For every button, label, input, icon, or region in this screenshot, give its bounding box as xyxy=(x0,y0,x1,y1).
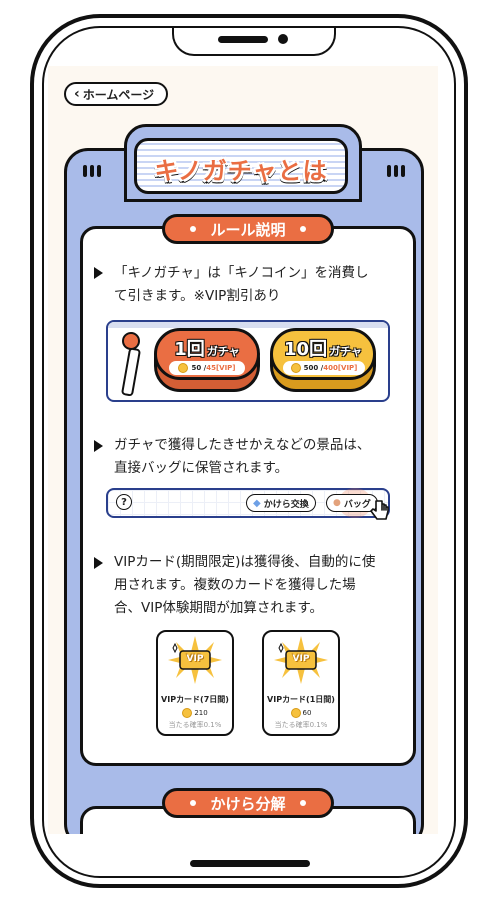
app-screen: ‹ ホームページ キノガチャとは ルール説明 「キノガチャ」は「キノコイン」を消… xyxy=(48,66,438,834)
ten-gacha-button[interactable]: 10回 ガチャ 500 / 400[VIP] xyxy=(270,328,376,380)
fragment-title-label: かけら分解 xyxy=(210,794,286,813)
bag-label: バッグ xyxy=(343,499,371,510)
lever-stick-icon xyxy=(120,347,142,397)
coin-icon xyxy=(182,708,193,718)
rule-2-line-2: 直接バッグに保管されます。 xyxy=(114,460,289,476)
bag-bar-preview: ? ◆ かけら交換 ● バッグ xyxy=(106,488,390,520)
vip-card-1day: VIP VIPカード(1日間) 60 当たる確率0.1% xyxy=(262,630,340,736)
back-home-label: ホームページ xyxy=(82,87,155,102)
camera-icon xyxy=(278,34,288,44)
decor-dot xyxy=(190,226,197,232)
gacha-top-strip xyxy=(108,322,388,328)
ten-gacha-label: 10回 ガチャ xyxy=(273,335,373,361)
vip-card-1day-name: VIPカード(1日間) xyxy=(267,695,335,704)
title-plaque: キノガチャとは xyxy=(134,138,348,194)
fragment-exchange-label: かけら交換 xyxy=(263,499,309,510)
single-gacha-price: 50 / 45[VIP] xyxy=(169,361,245,375)
rule-1-line-2: て引きます。※VIP割引あり xyxy=(114,288,281,304)
vip-card-1day-price: 60 xyxy=(264,708,338,718)
vip-card-7days-prob: 当たる確率0.1% xyxy=(168,721,222,729)
vip-card-1day-prob: 当たる確率0.1% xyxy=(274,721,328,729)
rule-2-line-1: ガチャで獲得したきせかえなどの景品は、 xyxy=(114,437,371,453)
rules-title-label: ルール説明 xyxy=(210,220,286,239)
single-gacha-label: 1回 ガチャ xyxy=(157,335,257,361)
decor-dot xyxy=(190,800,197,806)
decor-ticks-right xyxy=(387,165,405,177)
home-indicator xyxy=(190,860,310,867)
coin-icon xyxy=(290,363,301,373)
ten-vip-price-text: 400[VIP] xyxy=(323,364,358,372)
bag-button[interactable]: ● バッグ xyxy=(326,494,378,512)
rule-3-line-1: VIPカード(期間限定)は獲得後、自動的に使 xyxy=(114,554,376,570)
speaker-icon xyxy=(218,36,268,43)
vip-badge-1day: VIP xyxy=(292,654,310,664)
rules-section-title: ルール説明 xyxy=(162,214,334,244)
single-vip-price-text: 45[VIP] xyxy=(206,364,236,372)
vip-burst-icon xyxy=(168,636,222,684)
chevron-left-icon: ‹ xyxy=(74,86,80,102)
rule-3-line-3: 合、VIP体験期間が加算されます。 xyxy=(114,600,324,616)
gacha-preview: 1回 ガチャ 50 / 45[VIP] 10回 ガチャ 500 / 400[VI… xyxy=(106,320,390,402)
fragment-section-title: かけら分解 xyxy=(162,788,334,818)
vip-card-7days-name: VIPカード(7日間) xyxy=(161,695,229,704)
single-gacha-button[interactable]: 1回 ガチャ 50 / 45[VIP] xyxy=(154,328,260,380)
vip-card-1day-price-text: 60 xyxy=(302,709,312,717)
vip-card-7days-price: 210 xyxy=(158,708,232,718)
vip-burst-icon xyxy=(274,636,328,684)
single-gacha-suffix: ガチャ xyxy=(206,345,240,358)
diamond-icon: ◆ xyxy=(253,497,261,509)
ten-gacha-suffix: ガチャ xyxy=(329,345,362,358)
decor-ticks-left xyxy=(83,165,101,177)
ten-price-text: 500 / xyxy=(303,364,324,372)
coin-icon xyxy=(290,708,301,718)
vip-card-7days-price-text: 210 xyxy=(194,709,208,717)
bag-icon: ● xyxy=(333,498,341,508)
bullet-triangle-icon xyxy=(94,267,103,279)
ten-gacha-price: 500 / 400[VIP] xyxy=(283,361,365,375)
decor-dot xyxy=(299,226,306,232)
single-price-text: 50 / xyxy=(191,364,207,372)
help-icon[interactable]: ? xyxy=(116,494,132,510)
hand-pointer-icon xyxy=(370,500,389,520)
vip-card-7days: VIP VIPカード(7日間) 210 当たる確率0.1% xyxy=(156,630,234,736)
phone-notch xyxy=(172,28,336,56)
bullet-triangle-icon xyxy=(94,557,103,569)
coin-icon xyxy=(178,363,189,373)
bullet-triangle-icon xyxy=(94,440,103,452)
rule-1-line-1: 「キノガチャ」は「キノコイン」を消費し xyxy=(114,265,369,281)
page-title: キノガチャとは xyxy=(154,157,328,185)
rule-3-line-2: 用されます。複数のカードを獲得した場 xyxy=(114,577,356,593)
single-gacha-count: 1回 xyxy=(174,339,205,360)
decor-dot xyxy=(299,800,306,806)
ten-gacha-count: 10回 xyxy=(284,339,328,360)
vip-badge-7days: VIP xyxy=(186,654,204,664)
back-home-button[interactable]: ‹ ホームページ xyxy=(64,82,169,106)
fragment-exchange-button[interactable]: ◆ かけら交換 xyxy=(246,494,316,512)
